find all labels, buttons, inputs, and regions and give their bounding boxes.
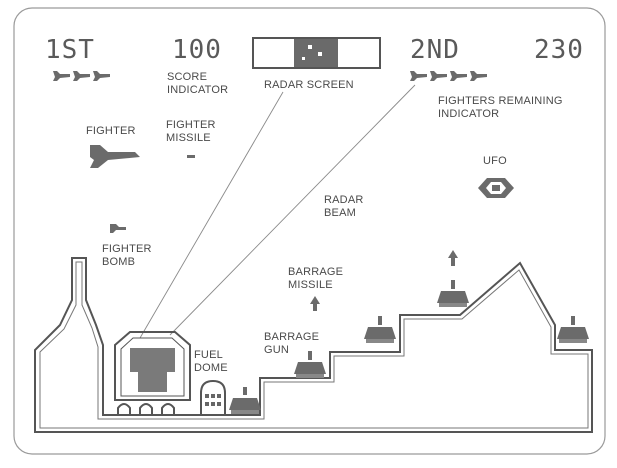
fighter-ship: [90, 145, 140, 168]
player2-score: 230: [534, 36, 584, 64]
fighters-remaining-p2: [410, 71, 487, 81]
fuel-dome: [201, 381, 225, 415]
radar-screen: [253, 38, 380, 68]
barrage-gun: [557, 316, 589, 343]
player1-label: 1ST: [45, 36, 95, 64]
player1-score: 100: [172, 36, 222, 64]
barrage-gun: [364, 316, 396, 343]
barrage-missile: [310, 296, 320, 311]
barrage-gun: [229, 387, 261, 414]
player2-label: 2ND: [410, 36, 460, 64]
ufo-label: UFO: [483, 155, 507, 168]
barrage-gun: [437, 280, 469, 307]
fighter-missile: [187, 155, 195, 158]
ufo: [478, 178, 514, 198]
radar-tower: [115, 332, 190, 415]
radar-sweep: [294, 39, 338, 67]
radar-screen-label: RADAR SCREEN: [264, 79, 354, 92]
barrage-missile: [448, 250, 458, 266]
fighters-remaining-p1: [53, 71, 110, 81]
fighter-label: FIGHTER: [86, 125, 136, 138]
fighter-bomb: [110, 224, 126, 233]
